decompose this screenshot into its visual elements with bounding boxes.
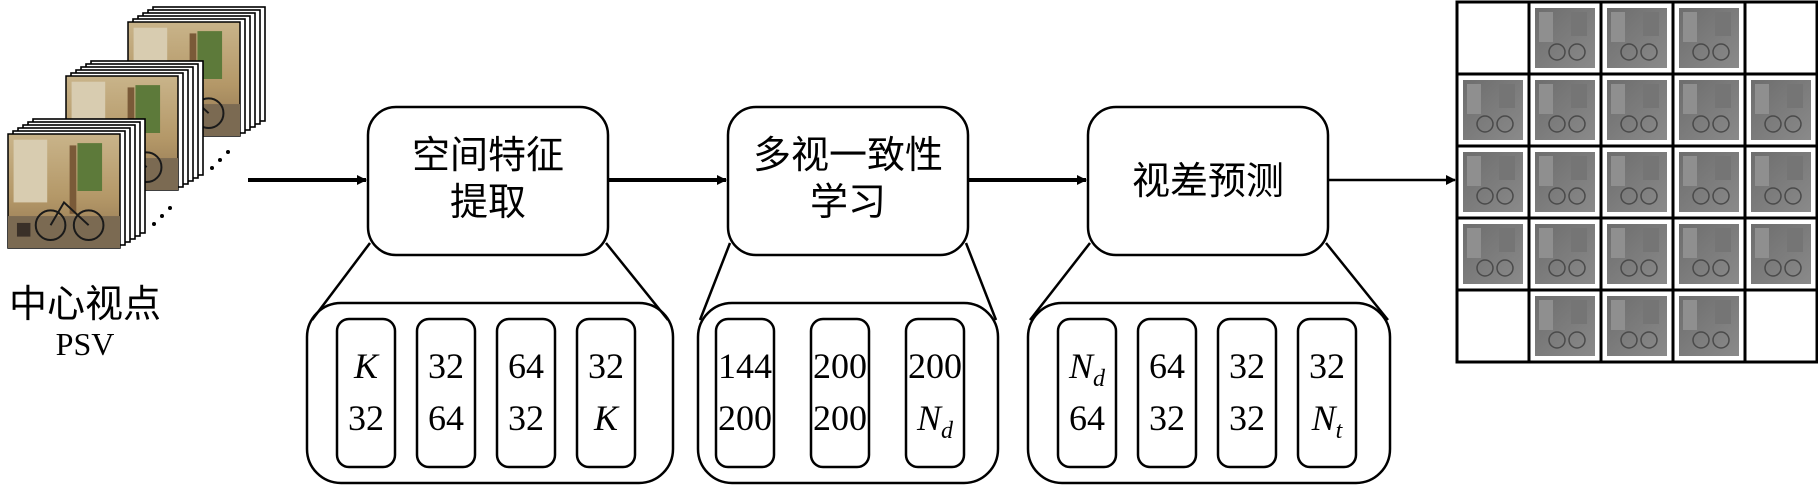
- detail-group-1-column-4: 32K: [575, 317, 637, 469]
- output-view-grid: [1455, 0, 1818, 364]
- stage-3-title-line-1: 视差预测: [1132, 159, 1284, 203]
- bottom-value: 32: [508, 398, 544, 438]
- grid-cell: [1455, 0, 1531, 76]
- bottom-value: 64: [428, 398, 464, 438]
- grid-cell: [1455, 288, 1531, 364]
- bottom-value: 32: [1229, 398, 1265, 438]
- view-thumbnail-front: [7, 133, 121, 249]
- top-value: 32: [1309, 346, 1345, 386]
- stage-2-title-line-2: 学习: [810, 180, 886, 224]
- top-value: 32: [588, 346, 624, 386]
- bottom-value: 200: [718, 398, 772, 438]
- grid-cell: [1743, 72, 1818, 148]
- grid-cell: [1599, 0, 1675, 76]
- bottom-subscript: d: [941, 418, 954, 444]
- top-value: 144: [718, 346, 772, 386]
- top-value: 200: [813, 346, 867, 386]
- grid-cell: [1671, 288, 1747, 364]
- grid-cell: [1743, 144, 1818, 220]
- grid-cell: [1599, 144, 1675, 220]
- grid-cell: [1599, 216, 1675, 292]
- detail-group-2-container: [696, 301, 1000, 485]
- grid-cell: [1671, 216, 1747, 292]
- top-value: 200: [908, 346, 962, 386]
- grid-cell: [1599, 288, 1675, 364]
- input-sublabel: PSV: [56, 326, 115, 362]
- stage-spatial-feature-extraction: 空间特征 提取: [366, 105, 610, 257]
- top-subscript: d: [1093, 366, 1106, 392]
- detail-group-1-column-1: K 32: [335, 317, 397, 469]
- grid-cell: [1671, 72, 1747, 148]
- bottom-value: 32: [1149, 398, 1185, 438]
- ellipsis-dot: [160, 214, 164, 218]
- top-value: K: [353, 346, 380, 386]
- stage-multiview-consistency-learning: 多视一致性 学习: [726, 105, 970, 257]
- grid-cell: [1743, 216, 1818, 292]
- bottom-value: Nd: [916, 398, 954, 444]
- bottom-value: 200: [813, 398, 867, 438]
- grid-cell: [1527, 72, 1603, 148]
- ellipsis-dot: [226, 150, 230, 154]
- top-value: 64: [1149, 346, 1185, 386]
- stage-1-title-line-1: 空间特征: [412, 133, 564, 177]
- grid-cell: [1455, 72, 1531, 148]
- stage-disparity-prediction: 视差预测: [1086, 105, 1330, 257]
- ellipsis-dot: [168, 206, 172, 210]
- bottom-value: K: [593, 398, 620, 438]
- grid-cell: [1527, 288, 1603, 364]
- top-value: 64: [508, 346, 544, 386]
- bottom-value: Nt: [1311, 398, 1344, 444]
- grid-cell: [1527, 144, 1603, 220]
- detail-group-3-container: [1026, 301, 1392, 485]
- top-value: Nd: [1068, 346, 1106, 392]
- grid-cell: [1527, 0, 1603, 76]
- ellipsis-dot: [210, 166, 214, 170]
- grid-cell: [1455, 144, 1531, 220]
- detail-group-3-column-1: Nd 64: [1056, 317, 1118, 469]
- bottom-value: 64: [1069, 398, 1105, 438]
- grid-cell: [1599, 72, 1675, 148]
- input-view-stack: [7, 6, 266, 249]
- ellipsis-dot: [218, 158, 222, 162]
- grid-cell: [1671, 0, 1747, 76]
- bottom-value: 32: [348, 398, 384, 438]
- bottom-subscript: t: [1336, 418, 1344, 444]
- grid-cell: [1743, 288, 1818, 364]
- detail-layer-columns: K323264643232K144200200200200NdNd6464323…: [335, 317, 1358, 469]
- grid-cell: [1455, 216, 1531, 292]
- grid-cell: [1671, 144, 1747, 220]
- expansion-lines: [311, 242, 1389, 321]
- detail-group-1-container: [305, 301, 675, 485]
- grid-cell: [1527, 216, 1603, 292]
- top-value: 32: [428, 346, 464, 386]
- ellipsis-dot: [152, 222, 156, 226]
- grid-cell: [1743, 0, 1818, 76]
- stage-2-title-line-1: 多视一致性: [753, 133, 943, 177]
- stage-1-title-line-2: 提取: [450, 180, 526, 224]
- input-label: 中心视点: [9, 282, 161, 326]
- top-value: 32: [1229, 346, 1265, 386]
